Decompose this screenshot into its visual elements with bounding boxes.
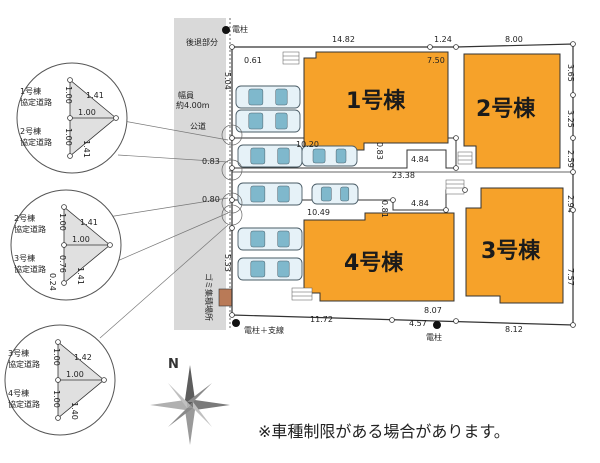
dim-frontage-1: 0.83 xyxy=(202,157,220,166)
dim-drive1-len: 10.20 xyxy=(296,140,319,149)
inset-value: 1.00 xyxy=(64,86,73,104)
inset-upper-label: 2号棟協定道路 xyxy=(14,213,46,234)
building-2-label: 2号棟 xyxy=(476,96,536,122)
building-3 xyxy=(465,187,564,304)
pole-top-label: 電柱 xyxy=(232,24,248,34)
pole-bottom-mid-label: 電柱 xyxy=(426,332,442,342)
lot-outline xyxy=(231,43,574,326)
dim-drive2-len: 10.49 xyxy=(307,208,330,217)
inset-value: 1.41 xyxy=(76,267,85,285)
dim-mid-len: 23.38 xyxy=(392,171,415,180)
inset-upper-label: 1号棟協定道路 xyxy=(20,86,52,107)
dim-right-1: 3.65 xyxy=(566,64,575,82)
dim-setback: 0.61 xyxy=(244,56,262,65)
setback-label: 後退部分 xyxy=(186,37,218,47)
inset-value: 1.42 xyxy=(74,353,92,362)
dim-left-top: 5.04 xyxy=(223,72,232,90)
inset-value: 1.40 xyxy=(70,402,79,420)
road-name: 公道 xyxy=(190,121,206,131)
car xyxy=(237,182,303,206)
dim-top-3: 8.00 xyxy=(505,35,523,44)
inset-value: 1.00 xyxy=(58,213,67,231)
trash-label: ゴミ集積場所 xyxy=(204,273,214,321)
corner-cut-inset: 1号棟協定道路 2号棟協定道路 1.00 1.41 1.00 1.00 1.41 xyxy=(16,62,128,174)
public-road xyxy=(174,18,226,330)
dim-bottom-2: 4.57 xyxy=(409,319,427,328)
dim-right-5: 7.57 xyxy=(566,268,575,286)
inset-value: 1.00 xyxy=(66,370,84,379)
corner-cut-inset: 3号棟協定道路 4号棟協定道路 1.00 1.42 1.00 1.00 1.40 xyxy=(4,324,116,436)
building-1-label: 1号棟 xyxy=(346,88,406,114)
inset-lower-label: 4号棟協定道路 xyxy=(8,388,40,409)
car xyxy=(311,183,359,205)
inset-lower-label: 3号棟協定道路 xyxy=(14,253,46,274)
road-width-line2: 約4.00m xyxy=(176,100,210,110)
car xyxy=(235,109,301,133)
dim-drive1-end: 4.84 xyxy=(411,155,429,164)
dim-drive1-w: 0.83 xyxy=(375,142,384,160)
utility-pole-bottom-left xyxy=(232,319,240,327)
inset-value: 0.24 xyxy=(48,273,57,291)
dim-b1-gap: 7.50 xyxy=(427,56,445,65)
utility-pole-top xyxy=(222,26,230,34)
car xyxy=(237,227,303,251)
pole-bottom-left-label: 電柱＋支線 xyxy=(244,325,284,335)
boundary-markers xyxy=(229,41,576,328)
compass-north: N xyxy=(168,357,179,372)
dim-bottom-1: 11.72 xyxy=(310,315,333,324)
dim-top-1: 14.82 xyxy=(332,35,355,44)
dim-drive2-end: 4.84 xyxy=(411,199,429,208)
car xyxy=(301,145,358,167)
frontage-arcs xyxy=(221,124,243,226)
car xyxy=(237,257,303,281)
inset-value: 1.41 xyxy=(86,91,104,100)
dim-frontage-2: 0.80 xyxy=(202,195,220,204)
inset-leaders xyxy=(99,119,229,339)
inset-lower-label: 2号棟協定道路 xyxy=(20,126,52,147)
road-width-line1: 幅員 xyxy=(178,90,194,100)
dim-left-bottom: 5.33 xyxy=(223,254,232,272)
inset-value: 1.00 xyxy=(64,128,73,146)
dim-b3-bottom: 8.07 xyxy=(424,306,442,315)
building-3-label: 3号棟 xyxy=(481,238,541,264)
dim-top-2: 1.24 xyxy=(434,35,452,44)
utility-pole-bottom-mid xyxy=(433,321,441,329)
inset-value: 1.00 xyxy=(78,108,96,117)
inset-value: 1.00 xyxy=(72,235,90,244)
car xyxy=(235,85,301,109)
corner-cut-inset: 2号棟協定道路 3号棟協定道路 1.00 1.41 1.00 0.76 1.41 0.24 xyxy=(10,189,122,301)
inset-value: 1.41 xyxy=(80,218,98,227)
inset-value: 1.00 xyxy=(52,348,61,366)
vehicle-note: ※車種制限がある場合があります。 xyxy=(258,422,510,441)
building-2 xyxy=(463,53,561,169)
dim-right-4: 2.94 xyxy=(566,195,575,213)
inset-value: 1.41 xyxy=(82,140,91,158)
compass-rose xyxy=(150,365,230,445)
dim-right-2: 3.25 xyxy=(566,110,575,128)
dim-bottom-3: 8.12 xyxy=(505,325,523,334)
dim-drive2-w: 0.81 xyxy=(380,200,389,218)
inset-upper-label: 3号棟協定道路 xyxy=(8,348,40,369)
inset-value: 1.00 xyxy=(52,390,61,408)
inset-value: 0.76 xyxy=(58,255,67,273)
trash-area xyxy=(218,288,233,307)
stairs xyxy=(282,51,473,301)
dim-right-3: 2.59 xyxy=(566,150,575,168)
parking-cars xyxy=(235,85,359,281)
car xyxy=(237,144,303,168)
building-4-label: 4号棟 xyxy=(344,250,404,276)
